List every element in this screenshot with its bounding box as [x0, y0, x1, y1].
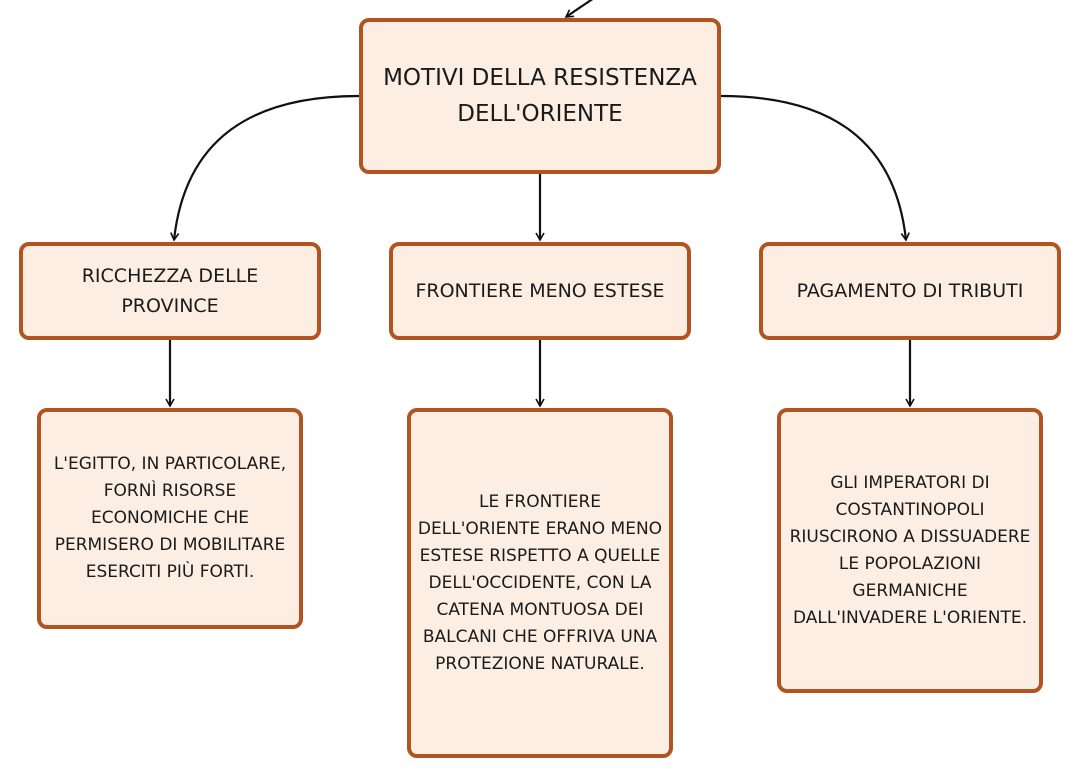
- detail-node-text: GLI IMPERATORI DI COSTANTINOPOLI RIUSCIR…: [789, 472, 1031, 628]
- branch-node-frontiere: FRONTIERE MENO ESTESE: [389, 242, 691, 340]
- branch-node-label: FRONTIERE MENO ESTESE: [415, 280, 665, 302]
- arrow-root-to-pagamento: [720, 94, 910, 242]
- detail-node-pagamento: GLI IMPERATORI DI COSTANTINOPOLI RIUSCIR…: [777, 408, 1043, 693]
- branch-node-pagamento: PAGAMENTO DI TRIBUTI: [759, 242, 1061, 340]
- branch-node-label: RICCHEZZA DELLE PROVINCE: [81, 265, 259, 317]
- branch-node-label: PAGAMENTO DI TRIBUTI: [796, 280, 1024, 302]
- arrow-root-to-ricchezza: [170, 94, 360, 242]
- detail-node-frontiere: LE FRONTIERE DELL'ORIENTE ERANO MENO EST…: [407, 408, 673, 758]
- incoming-arrow: [564, 0, 594, 18]
- root-node: MOTIVI DELLA RESISTENZA DELL'ORIENTE: [359, 18, 721, 174]
- detail-node-text: LE FRONTIERE DELL'ORIENTE ERANO MENO EST…: [417, 491, 663, 674]
- branch-node-ricchezza: RICCHEZZA DELLE PROVINCE: [19, 242, 321, 340]
- detail-node-ricchezza: L'EGITTO, IN PARTICOLARE, FORNÌ RISORSE …: [37, 408, 303, 629]
- detail-node-text: L'EGITTO, IN PARTICOLARE, FORNÌ RISORSE …: [53, 454, 287, 582]
- root-node-label: MOTIVI DELLA RESISTENZA DELL'ORIENTE: [383, 65, 697, 127]
